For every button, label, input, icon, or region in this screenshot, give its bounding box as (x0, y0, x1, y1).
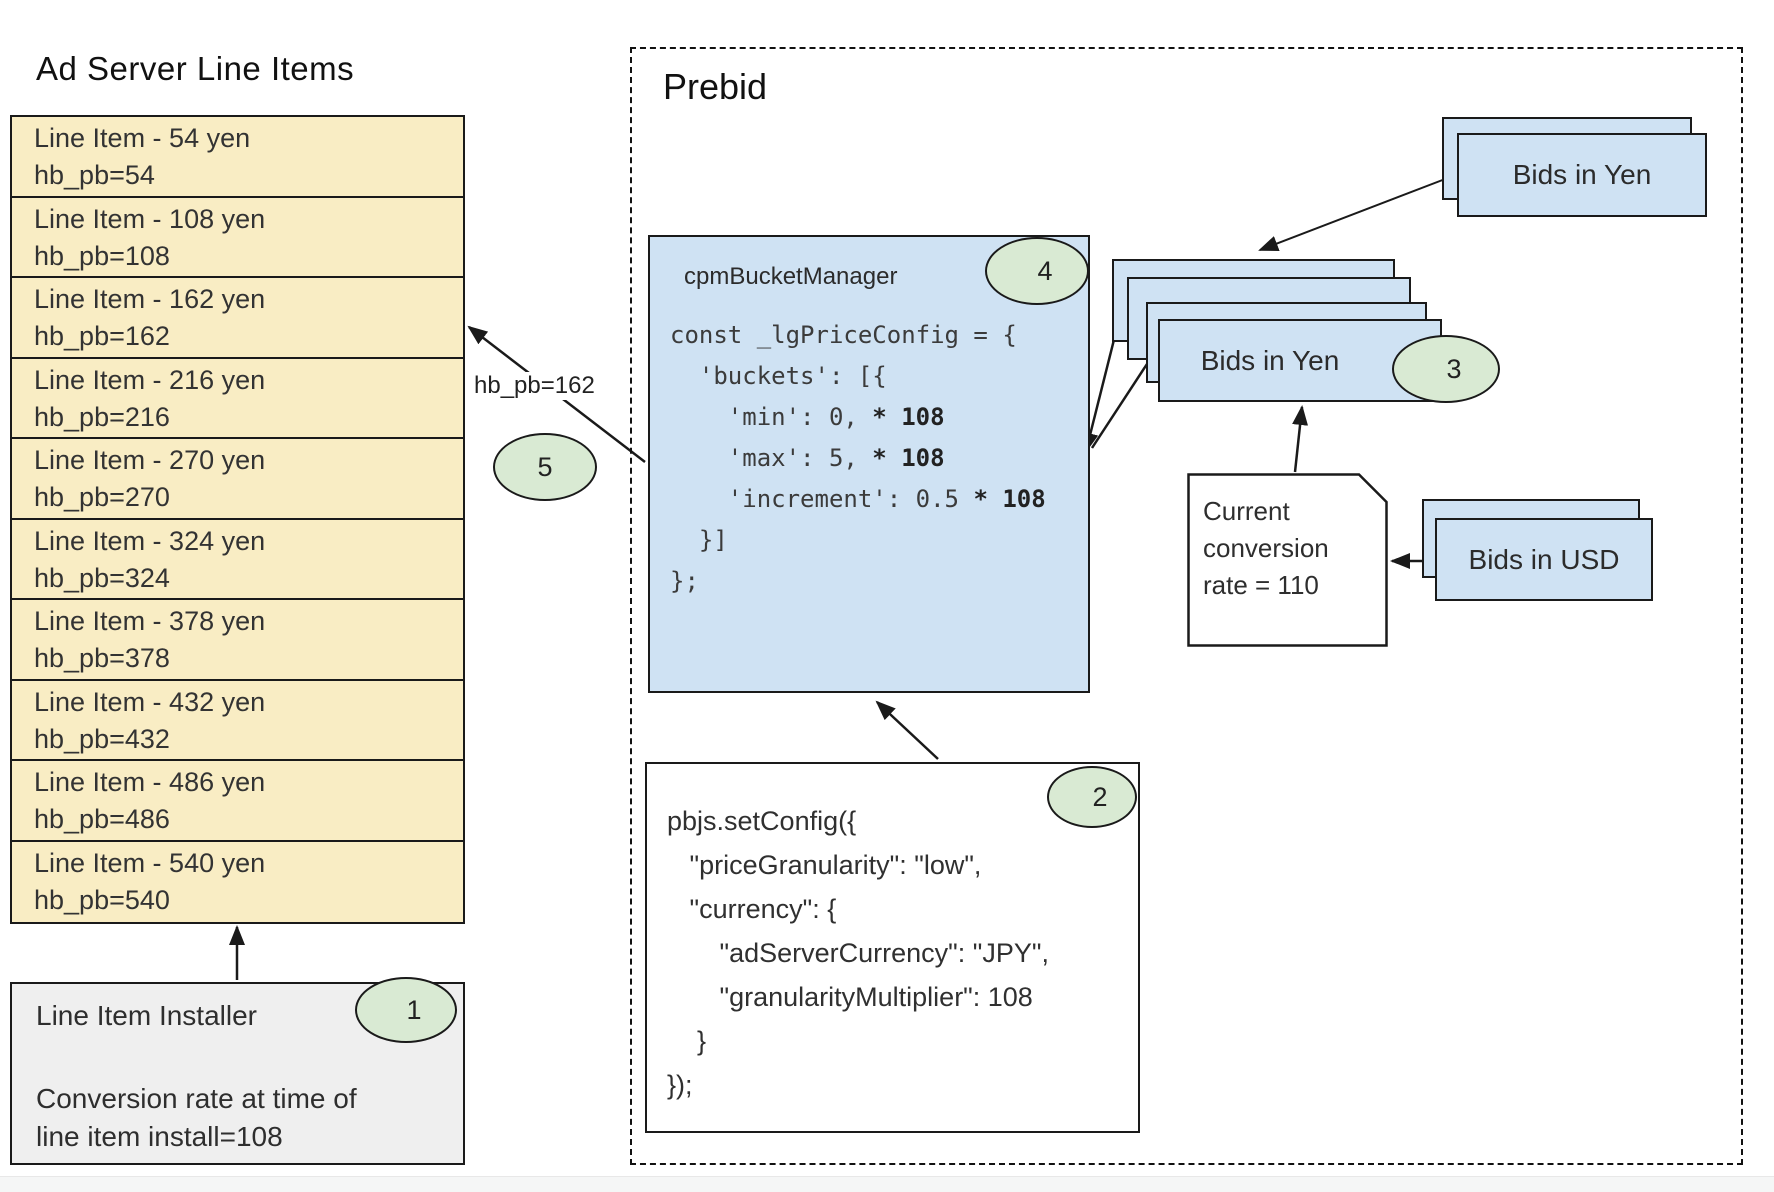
cpm-bucket-manager-box: cpmBucketManager const _lgPriceConfig = … (648, 235, 1090, 693)
line-item-row: Line Item - 216 yen hb_pb=216 (12, 359, 463, 439)
line-item-kv: hb_pb=432 (34, 723, 170, 754)
code-line: "currency": { (667, 894, 837, 924)
note-shape (1187, 473, 1388, 647)
step-badge-3: 3 (1392, 335, 1500, 403)
bids-in-yen-top-card: Bids in Yen (1457, 133, 1707, 217)
line-item-kv: hb_pb=324 (34, 562, 170, 593)
line-item-kv: hb_pb=378 (34, 643, 170, 673)
code-line: }] (670, 526, 728, 554)
bids-in-yen-stack-card-front: Bids in Yen (1158, 319, 1442, 402)
conversion-rate-note: Current conversion rate = 110 (1187, 473, 1388, 647)
line-item-kv: hb_pb=486 (34, 804, 170, 834)
line-item-name: Line Item - 162 yen (34, 284, 266, 314)
code-line: }; (670, 567, 699, 595)
line-item-row: Line Item - 378 yen hb_pb=378 (12, 600, 463, 681)
line-item-name: Line Item - 540 yen (34, 847, 266, 878)
line-item-row: Line Item - 162 yen hb_pb=162 (12, 278, 463, 359)
bids-in-usd-card: Bids in USD (1435, 518, 1653, 601)
line-item-row: Line Item - 54 yen hb_pb=54 (12, 117, 463, 198)
code-line: const _lgPriceConfig = { (670, 321, 1017, 349)
line-item-kv: hb_pb=162 (34, 321, 170, 351)
code-line: 'increment': 0.5 * 108 (670, 485, 1046, 513)
line-item-row: Line Item - 486 yen hb_pb=486 (12, 761, 463, 842)
line-item-row: Line Item - 270 yen hb_pb=270 (12, 439, 463, 520)
code-line: "priceGranularity": "low", (667, 850, 982, 880)
code-line: }); (667, 1070, 693, 1100)
code-line: 'max': 5, * 108 (670, 444, 945, 472)
line-item-kv: hb_pb=54 (34, 160, 155, 190)
conversion-rate-text: Current conversion rate = 110 (1203, 496, 1329, 600)
config-code-block: pbjs.setConfig({ "priceGranularity": "lo… (667, 806, 1049, 1114)
line-items-table: Line Item - 54 yen hb_pb=54 Line Item - … (10, 115, 465, 924)
line-item-row: Line Item - 432 yen hb_pb=432 (12, 681, 463, 761)
hb-pb-arrow-label: hb_pb=162 (470, 372, 599, 400)
line-item-name: Line Item - 324 yen (34, 525, 266, 556)
cpm-code-block: const _lgPriceConfig = { 'buckets': [{ '… (670, 321, 1046, 608)
line-item-row: Line Item - 324 yen hb_pb=324 (12, 520, 463, 600)
prebid-container (630, 47, 1743, 1165)
line-item-name: Line Item - 54 yen (34, 123, 251, 153)
code-line: } (667, 1026, 707, 1056)
code-line: "granularityMultiplier": 108 (667, 982, 1033, 1012)
line-item-kv: hb_pb=270 (34, 482, 170, 512)
line-item-name: Line Item - 432 yen (34, 686, 266, 717)
line-item-name: Line Item - 486 yen (34, 767, 266, 797)
code-line: pbjs.setConfig({ (667, 806, 857, 836)
prebid-title: Prebid (663, 66, 768, 107)
ad-server-title: Ad Server Line Items (36, 50, 355, 87)
step-badge-5: 5 (493, 433, 597, 501)
installer-title: Line Item Installer (36, 1000, 257, 1031)
installer-note: Conversion rate at time of line item ins… (36, 1083, 357, 1152)
step-badge-1: 1 (355, 977, 457, 1043)
line-item-name: Line Item - 270 yen (34, 445, 266, 475)
line-item-name: Line Item - 108 yen (34, 203, 266, 234)
code-line: 'min': 0, * 108 (670, 403, 945, 431)
pbjs-set-config-box: pbjs.setConfig({ "priceGranularity": "lo… (645, 762, 1140, 1133)
line-item-name: Line Item - 216 yen (34, 364, 266, 395)
line-item-row: Line Item - 108 yen hb_pb=108 (12, 198, 463, 278)
line-item-row: Line Item - 540 yen hb_pb=540 (12, 842, 463, 923)
line-item-kv: hb_pb=216 (34, 401, 170, 432)
line-item-name: Line Item - 378 yen (34, 606, 266, 636)
cpm-bucket-manager-title: cpmBucketManager (684, 263, 898, 290)
page-bottom-strip (0, 1176, 1774, 1192)
line-item-kv: hb_pb=540 (34, 884, 170, 915)
code-line: 'buckets': [{ (670, 362, 887, 390)
step-badge-2: 2 (1047, 766, 1137, 828)
step-badge-4: 4 (985, 237, 1089, 305)
code-line: "adServerCurrency": "JPY", (667, 938, 1049, 968)
line-item-kv: hb_pb=108 (34, 240, 170, 271)
